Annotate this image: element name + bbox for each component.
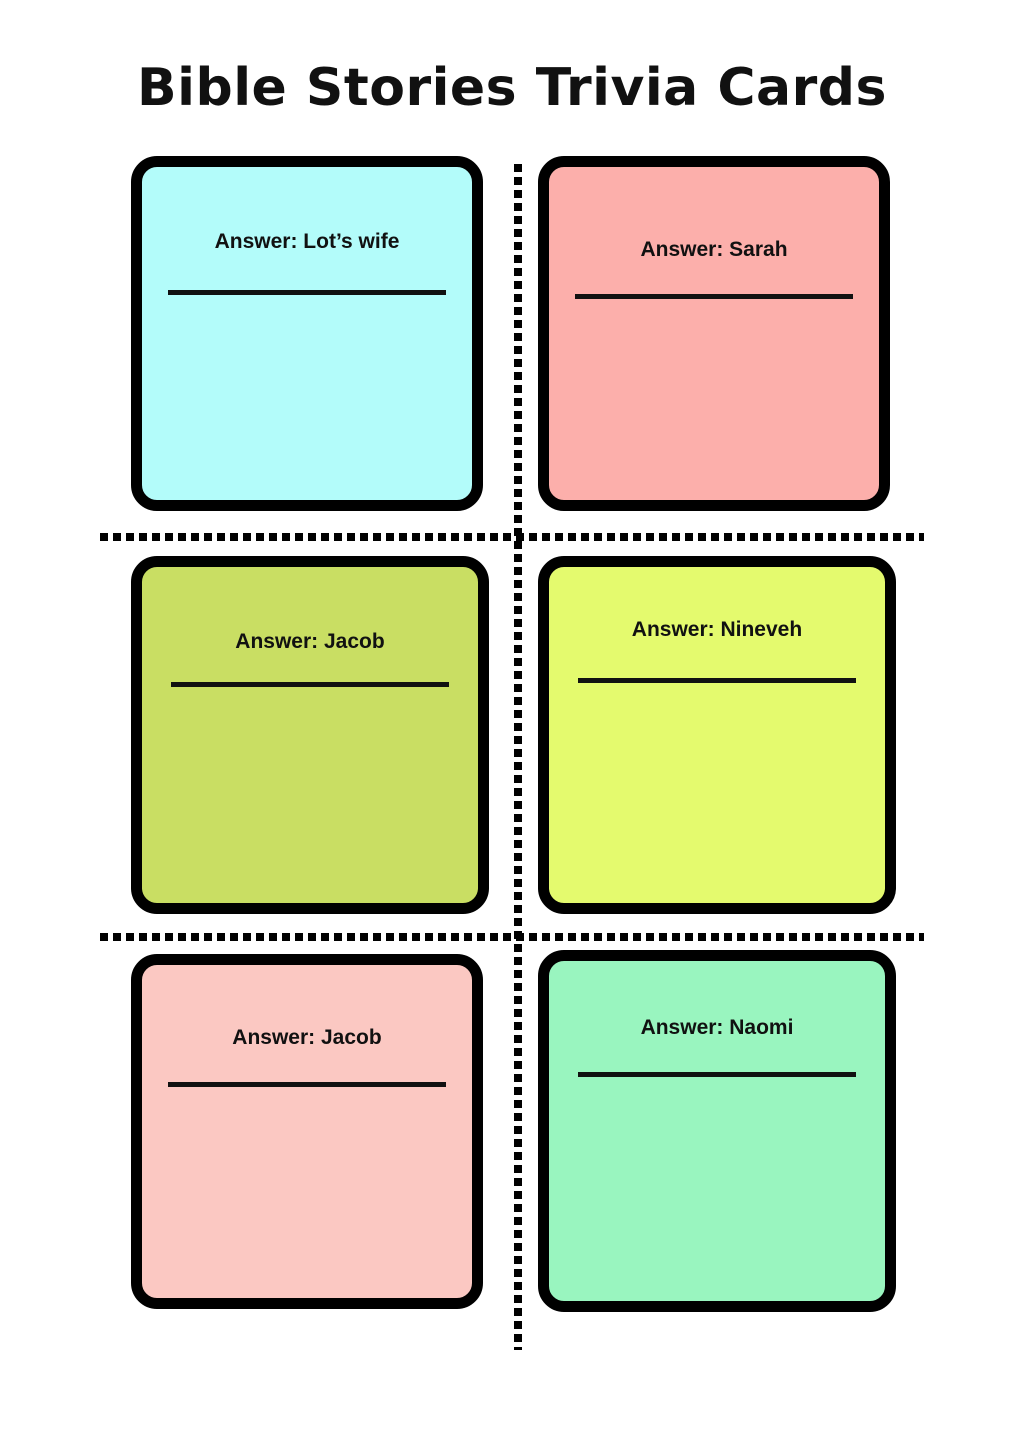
card-body: Answer: Nineveh <box>549 567 885 903</box>
card-write-in-rule <box>168 290 446 296</box>
cut-line-horizontal-2 <box>100 933 924 941</box>
card-answer-label: Answer: Naomi <box>640 1016 794 1039</box>
card-write-in-rule <box>168 1082 446 1088</box>
card-body: Answer: Lot’s wife <box>142 167 472 500</box>
card-write-in-rule <box>578 1072 856 1078</box>
card-body: Answer: Sarah <box>549 167 879 500</box>
card-write-in-rule <box>171 682 449 688</box>
cut-line-vertical <box>514 164 522 1350</box>
card-answer-label: Answer: Nineveh <box>631 618 803 641</box>
trivia-card-6[interactable]: Answer: Naomi <box>538 950 896 1312</box>
trivia-card-4[interactable]: Answer: Nineveh <box>538 556 896 914</box>
trivia-card-3[interactable]: Answer: Jacob <box>131 556 489 914</box>
card-write-in-rule <box>575 294 853 300</box>
card-answer-label: Answer: Lot’s wife <box>214 230 400 253</box>
page-title: Bible Stories Trivia Cards <box>137 58 887 118</box>
card-body: Answer: Naomi <box>549 961 885 1301</box>
card-body: Answer: Jacob <box>142 965 472 1298</box>
card-body: Answer: Jacob <box>142 567 478 903</box>
trivia-card-2[interactable]: Answer: Sarah <box>538 156 890 511</box>
cut-line-horizontal-1 <box>100 533 924 541</box>
card-answer-label: Answer: Jacob <box>232 1026 382 1049</box>
card-answer-label: Answer: Sarah <box>640 238 788 261</box>
card-answer-label: Answer: Jacob <box>235 630 385 653</box>
trivia-card-1[interactable]: Answer: Lot’s wife <box>131 156 483 511</box>
trivia-card-5[interactable]: Answer: Jacob <box>131 954 483 1309</box>
card-write-in-rule <box>578 678 856 684</box>
